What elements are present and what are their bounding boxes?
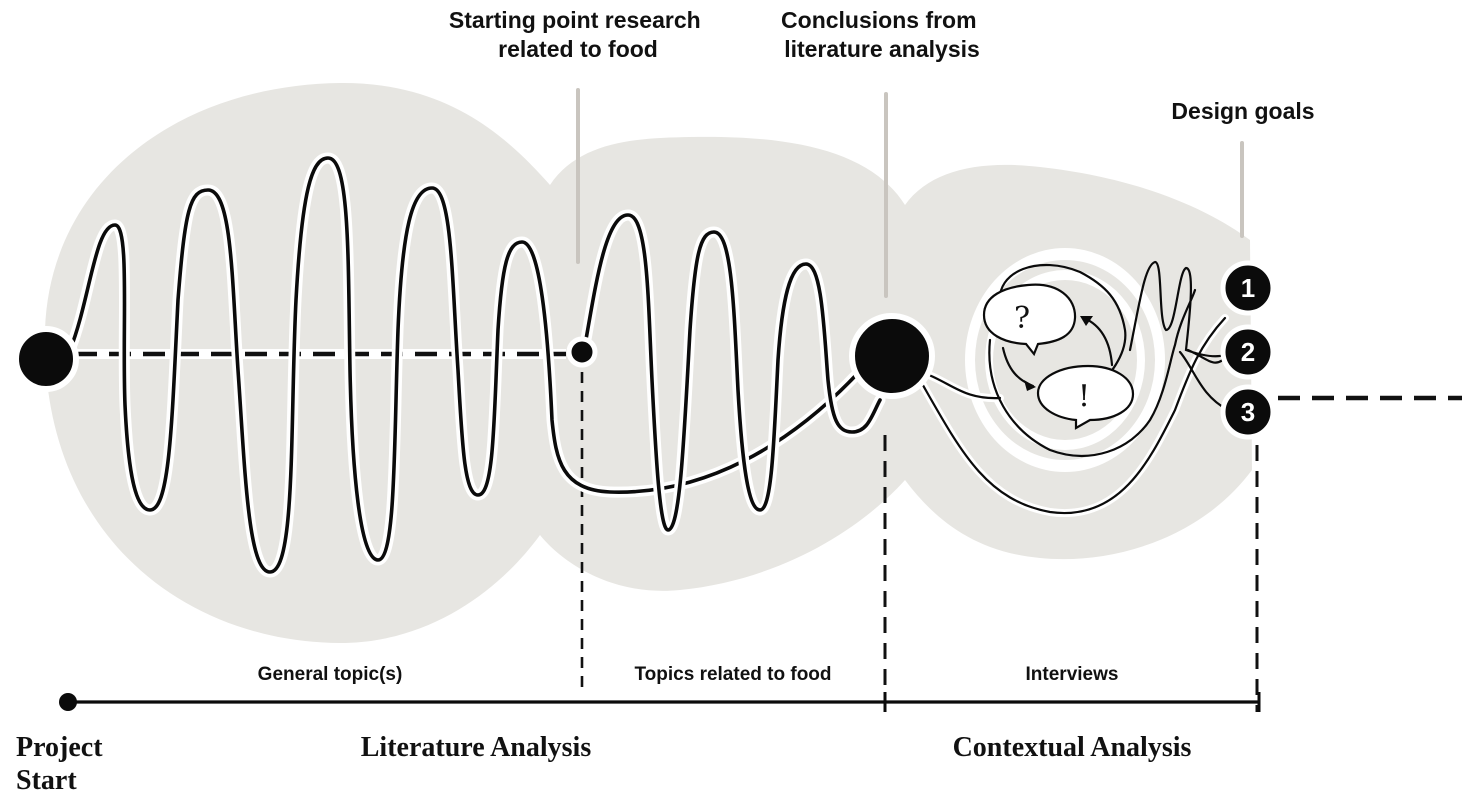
general-topics-thread <box>68 156 872 574</box>
phase-label-food-topics: Topics related to food <box>634 664 831 685</box>
interview-rings <box>965 248 1165 472</box>
exclamation-mark-glyph: ! <box>1078 379 1090 414</box>
section-label-contextual-analysis: Contextual Analysis <box>953 732 1192 763</box>
interview-scribble <box>988 260 1230 457</box>
section-label-literature-analysis: Literature Analysis <box>361 732 592 763</box>
starting-point-annotation-line: related to food <box>498 36 658 62</box>
starting-point-annotation: Starting point research related to food <box>449 7 707 62</box>
conclusions-annotation-line: literature analysis <box>784 36 980 62</box>
design-goal-badge-2: 2 <box>1220 324 1276 380</box>
phase-label-general-topics: General topic(s) <box>258 664 403 685</box>
design-goal-number: 3 <box>1241 397 1255 427</box>
design-goals-annotation: Design goals <box>1171 98 1314 124</box>
starting-point-annotation-line: Starting point research <box>449 7 701 33</box>
project-start-milestone-dot <box>13 326 79 392</box>
design-goal-number: 2 <box>1241 337 1255 367</box>
section-label-project-start-line: Project <box>16 732 103 763</box>
conclusions-milestone-dot <box>849 313 935 399</box>
question-mark-glyph: ? <box>1014 301 1030 336</box>
section-label-project-start-line: Start <box>16 765 77 793</box>
food-topics-thread <box>583 213 882 532</box>
phase-label-interviews: Interviews <box>1026 664 1119 685</box>
question-speech-bubble: ? <box>982 283 1077 357</box>
exclamation-speech-bubble: ! <box>1036 364 1135 430</box>
conclusions-annotation: Conclusions from literature analysis <box>781 7 983 62</box>
section-label-project-start: Project Start <box>16 732 110 793</box>
design-goal-number: 1 <box>1241 273 1255 303</box>
design-goal-badge-1: 1 <box>1220 260 1276 316</box>
starting-point-milestone-dot <box>566 336 598 368</box>
timeline-start-dot <box>59 693 77 711</box>
conclusions-annotation-line: Conclusions from <box>781 7 977 33</box>
interview-arrow-up-head <box>1080 316 1093 326</box>
interview-arrow-down-head <box>1024 380 1036 391</box>
design-goal-badge-3: 3 <box>1220 384 1276 440</box>
